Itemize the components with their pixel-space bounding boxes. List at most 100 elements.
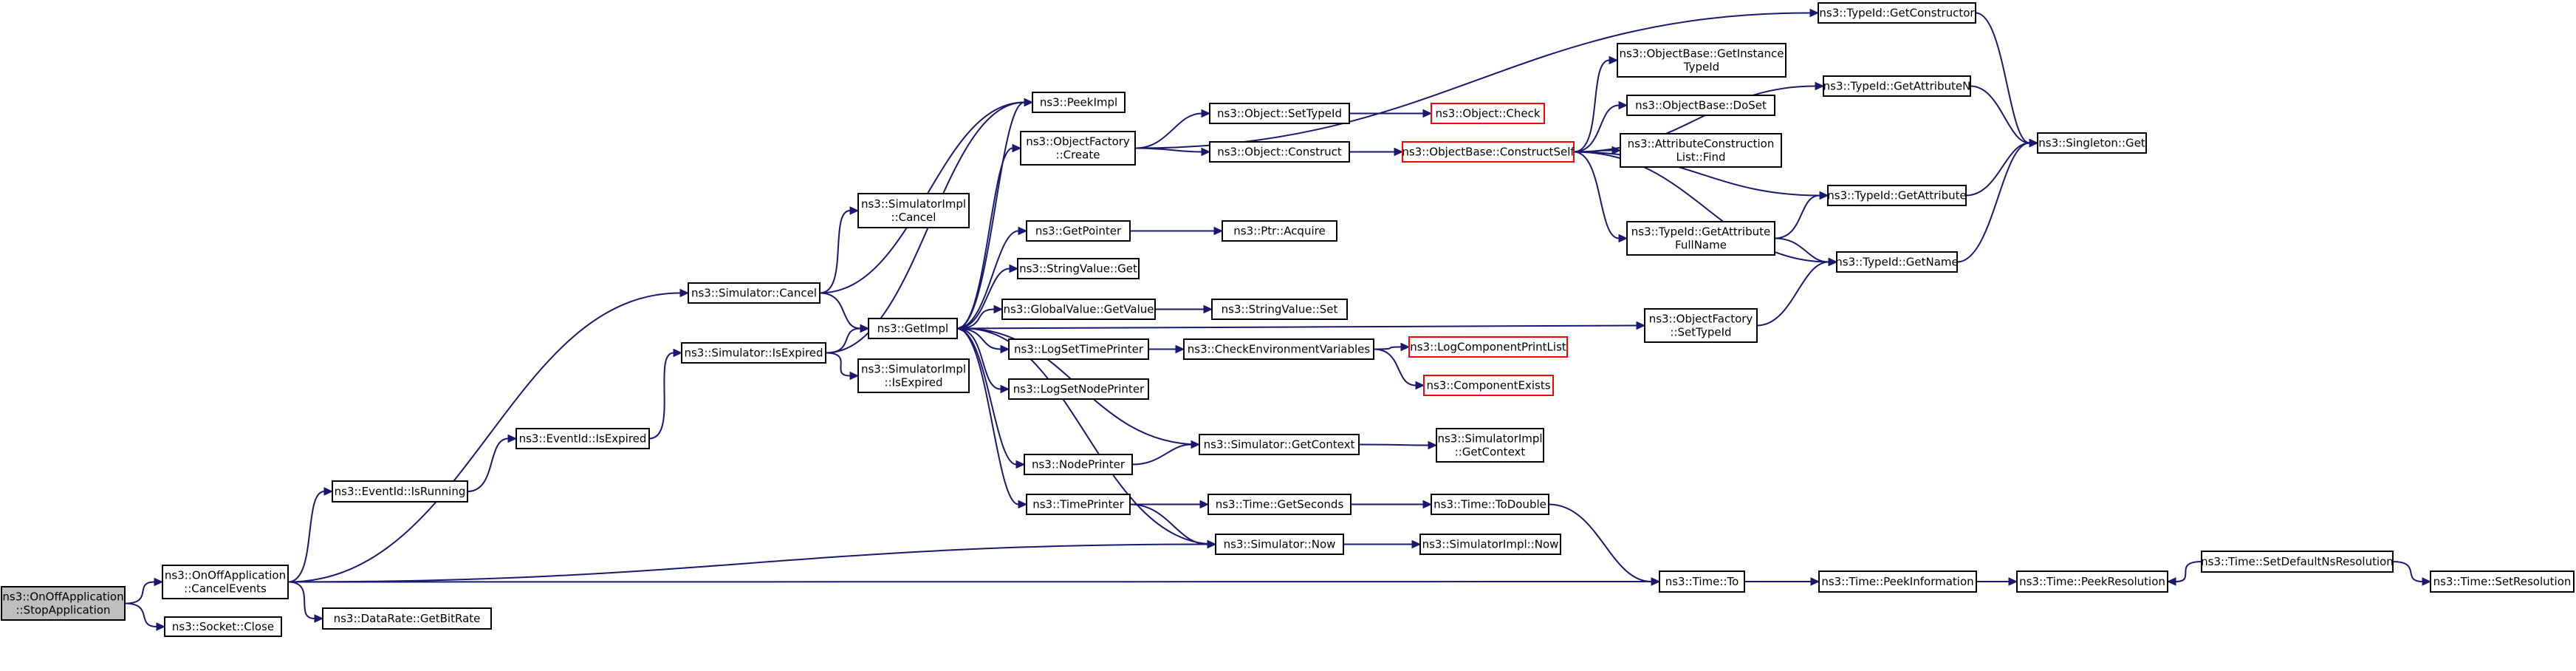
node-box [2430, 570, 2575, 593]
node-isrunning[interactable]: ns3::EventId::IsRunning [332, 480, 468, 503]
edge-line [467, 437, 509, 492]
arrowhead [2422, 577, 2432, 586]
node-setresolution[interactable]: ns3::Time::SetResolution [2430, 570, 2575, 593]
node-logsettime[interactable]: ns3::LogSetTimePrinter [1008, 338, 1149, 360]
node-getseconds[interactable]: ns3::Time::GetSeconds [1208, 494, 1352, 515]
node-logsetnode[interactable]: ns3::LogSetNodePrinter [1008, 378, 1149, 400]
arrowhead [673, 348, 683, 358]
node-box [1017, 258, 1140, 279]
node-label: ns3::Time::SetDefaultNsResolution [2201, 555, 2394, 568]
node-componentexists[interactable]: ns3::ComponentExists [1423, 375, 1554, 396]
node-peekinformation[interactable]: ns3::Time::PeekInformation [1818, 570, 1977, 593]
node-getpointer[interactable]: ns3::GetPointer [1026, 220, 1131, 242]
node-ofsettypeid[interactable]: ns3::ObjectFactory::SetTypeId [1644, 308, 1758, 343]
node-setypeid[interactable]: ns3::Object::SetTypeId [1209, 103, 1350, 124]
edge-line [956, 324, 1637, 330]
edge-line [1975, 12, 2030, 144]
node-implnow[interactable]: ns3::SimulatorImpl::Now [1419, 534, 1561, 555]
node-implisexpired[interactable]: ns3::SimulatorImpl::IsExpired [857, 358, 970, 393]
node-getimpl[interactable]: ns3::GetImpl [868, 318, 958, 339]
node-box [1644, 308, 1758, 343]
call-edge-constructself-to-getinstancetypeid [1573, 55, 1619, 153]
call-edge-getimpl-to-nodeprinter [956, 327, 1026, 469]
node-box [1659, 570, 1745, 593]
node-box [2016, 570, 2168, 593]
call-edge-getattributen-to-singletonget [1970, 85, 2039, 148]
arrowhead [1609, 55, 1619, 65]
node-getname[interactable]: ns3::TypeId::GetName [1835, 251, 1959, 273]
node-setdefaultns[interactable]: ns3::Time::SetDefaultNsResolution [2201, 551, 2394, 573]
node-simcancel[interactable]: ns3::Simulator::Cancel [688, 282, 821, 304]
call-edge-stopapp-to-cancelevents [124, 577, 164, 604]
node-socketclose[interactable]: ns3::Socket::Close [164, 616, 282, 637]
node-todouble[interactable]: ns3::Time::ToDouble [1431, 494, 1549, 515]
node-label: ::CancelEvents [184, 582, 267, 596]
call-edge-setypeid-to-objectcheck [1349, 109, 1433, 118]
node-label: ns3::Object::SetTypeId [1217, 107, 1342, 120]
node-globalgetvalue[interactable]: ns3::GlobalValue::GetValue [1001, 299, 1156, 320]
node-isexpired[interactable]: ns3::EventId::IsExpired [515, 428, 650, 449]
node-box [1026, 494, 1131, 515]
node-stringvalueget[interactable]: ns3::StringValue::Get [1017, 258, 1140, 279]
node-getconstructor[interactable]: ns3::TypeId::GetConstructor [1818, 2, 1976, 24]
node-constructself[interactable]: ns3::ObjectBase::ConstructSelf [1402, 141, 1575, 163]
node-objectcheck[interactable]: ns3::Object::Check [1431, 103, 1545, 124]
node-doset[interactable]: ns3::ObjectBase::DoSet [1626, 95, 1775, 116]
arrowhead [1815, 81, 1825, 91]
node-label: ns3::Simulator::IsExpired [684, 347, 823, 360]
edge-line [1573, 59, 1610, 153]
edge-line [124, 602, 157, 627]
arrowhead [1819, 191, 1829, 200]
node-peekimpl[interactable]: ns3::PeekImpl [1032, 92, 1126, 113]
node-peekresolution[interactable]: ns3::Time::PeekResolution [2016, 570, 2168, 593]
node-stopapp[interactable]: ns3::OnOffApplication::StopApplication [1, 586, 126, 621]
node-box [1222, 220, 1337, 242]
node-label: ns3::SimulatorImpl [861, 197, 966, 211]
node-simisexpired[interactable]: ns3::Simulator::IsExpired [681, 342, 826, 364]
node-box [688, 282, 821, 304]
node-construct[interactable]: ns3::Object::Construct [1209, 141, 1350, 163]
node-logcomponentprintlist[interactable]: ns3::LogComponentPrintList [1408, 336, 1568, 358]
node-label: List::Find [1676, 151, 1725, 164]
node-box [1008, 378, 1149, 400]
node-label: ns3::LogComponentPrintList [1410, 341, 1566, 354]
call-edge-simcancel-to-implcancel [819, 206, 860, 294]
node-getattributen[interactable]: ns3::TypeId::GetAttributeN [1823, 75, 1971, 97]
edge-line [956, 327, 1019, 505]
node-getattribute[interactable]: ns3::TypeId::GetAttribute [1827, 185, 1967, 206]
node-box [2201, 551, 2394, 573]
node-timeprinter[interactable]: ns3::TimePrinter [1026, 494, 1131, 515]
call-edge-cancelevents-to-simcancel [287, 288, 690, 583]
node-checkenv[interactable]: ns3::CheckEnvironmentVariables [1183, 338, 1374, 360]
node-cancelevents[interactable]: ns3::OnOffApplication::CancelEvents [162, 565, 289, 599]
node-implgetcontext[interactable]: ns3::SimulatorImpl::GetContext [1436, 428, 1544, 463]
node-simnow[interactable]: ns3::Simulator::Now [1215, 534, 1344, 555]
edge-line [1956, 142, 2030, 263]
node-nodeprinter[interactable]: ns3::NodePrinter [1024, 454, 1133, 475]
node-timeto[interactable]: ns3::Time::To [1659, 570, 1745, 593]
node-getbitrate[interactable]: ns3::DataRate::GetBitRate [322, 607, 492, 630]
node-label: ns3::LogSetNodePrinter [1013, 383, 1145, 396]
node-simgetcontext[interactable]: ns3::Simulator::GetContext [1199, 434, 1360, 455]
edge-line [1573, 151, 1620, 239]
arrowhead [1636, 321, 1646, 330]
node-ptracquire[interactable]: ns3::Ptr::Acquire [1222, 220, 1337, 242]
node-implcancel[interactable]: ns3::SimulatorImpl::Cancel [857, 193, 970, 228]
node-box [1402, 141, 1575, 163]
node-label: ns3::Time::GetSeconds [1216, 498, 1344, 511]
node-label: ns3::LogSetTimePrinter [1014, 343, 1144, 356]
node-label: ::GetContext [1455, 446, 1526, 459]
node-box [1008, 338, 1149, 360]
node-ofcreate[interactable]: ns3::ObjectFactory::Create [1020, 131, 1136, 166]
call-edge-checkenv-to-componentexists [1373, 348, 1425, 390]
node-stringvalueset[interactable]: ns3::StringValue::Set [1211, 299, 1348, 320]
node-label: ns3::CheckEnvironmentVariables [1188, 343, 1371, 356]
arrowhead [849, 206, 860, 215]
node-label: ns3::Simulator::Now [1224, 538, 1336, 551]
node-label: ns3::TypeId::GetConstructor [1819, 7, 1975, 20]
node-label: ns3::ObjectBase::DoSet [1635, 99, 1767, 112]
node-singletonget[interactable]: ns3::Singleton::Get [2037, 132, 2147, 154]
